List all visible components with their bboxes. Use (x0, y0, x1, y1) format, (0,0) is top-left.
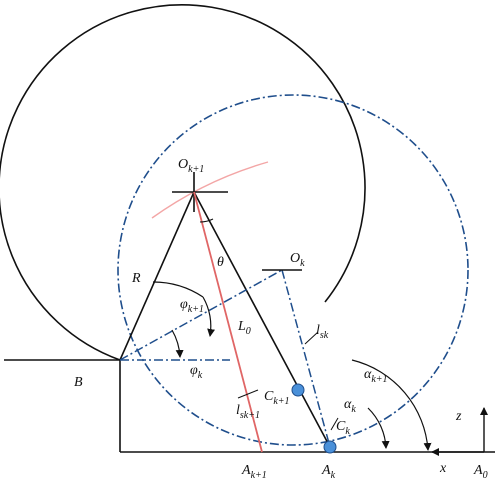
dashdot-ok-ak (281, 269, 331, 448)
phi-next-arc (202, 296, 216, 337)
label-b: B (74, 375, 83, 390)
ck-leader (330, 417, 339, 431)
alpha-k-arc (367, 407, 390, 449)
label-o-k: Ok (290, 251, 305, 269)
label-z: z (455, 409, 462, 424)
pink-arc (151, 161, 269, 219)
label-c-k: Ck (336, 419, 350, 437)
label-a-k: Ak (321, 463, 336, 481)
dash-dot-circle (117, 94, 469, 446)
lsk-leader (304, 331, 319, 345)
label-phi-k: φk (190, 363, 203, 381)
label-r: R (131, 271, 141, 286)
label-phi-next: φk+1 (180, 297, 204, 315)
alpha-next-arc (351, 359, 432, 451)
radius-line (119, 191, 195, 361)
label-a-0: A0 (473, 463, 488, 481)
lsk-next-leader (237, 389, 259, 399)
phi-next-arc-start (152, 281, 204, 298)
c-next-point (291, 383, 305, 397)
label-x: x (439, 461, 447, 476)
label-o-next: Ok+1 (178, 157, 204, 175)
label-alpha-next: αk+1 (364, 367, 388, 385)
red-line (193, 191, 263, 453)
label-l0: L0 (237, 319, 251, 337)
dashdot-b-ok (119, 269, 283, 361)
large-solid-circle (0, 4, 366, 361)
label-l-sk-next: lsk+1 (236, 403, 260, 421)
label-c-next: Ck+1 (264, 389, 290, 407)
l0-line (193, 191, 331, 448)
label-alpha-k: αk (344, 397, 356, 415)
label-l-sk: lsk (316, 323, 329, 341)
label-theta: θ (217, 255, 224, 270)
a-k-point (323, 440, 337, 454)
phi-k-arc (171, 329, 184, 358)
theta-arc (199, 218, 214, 223)
label-a-next: Ak+1 (241, 463, 267, 481)
